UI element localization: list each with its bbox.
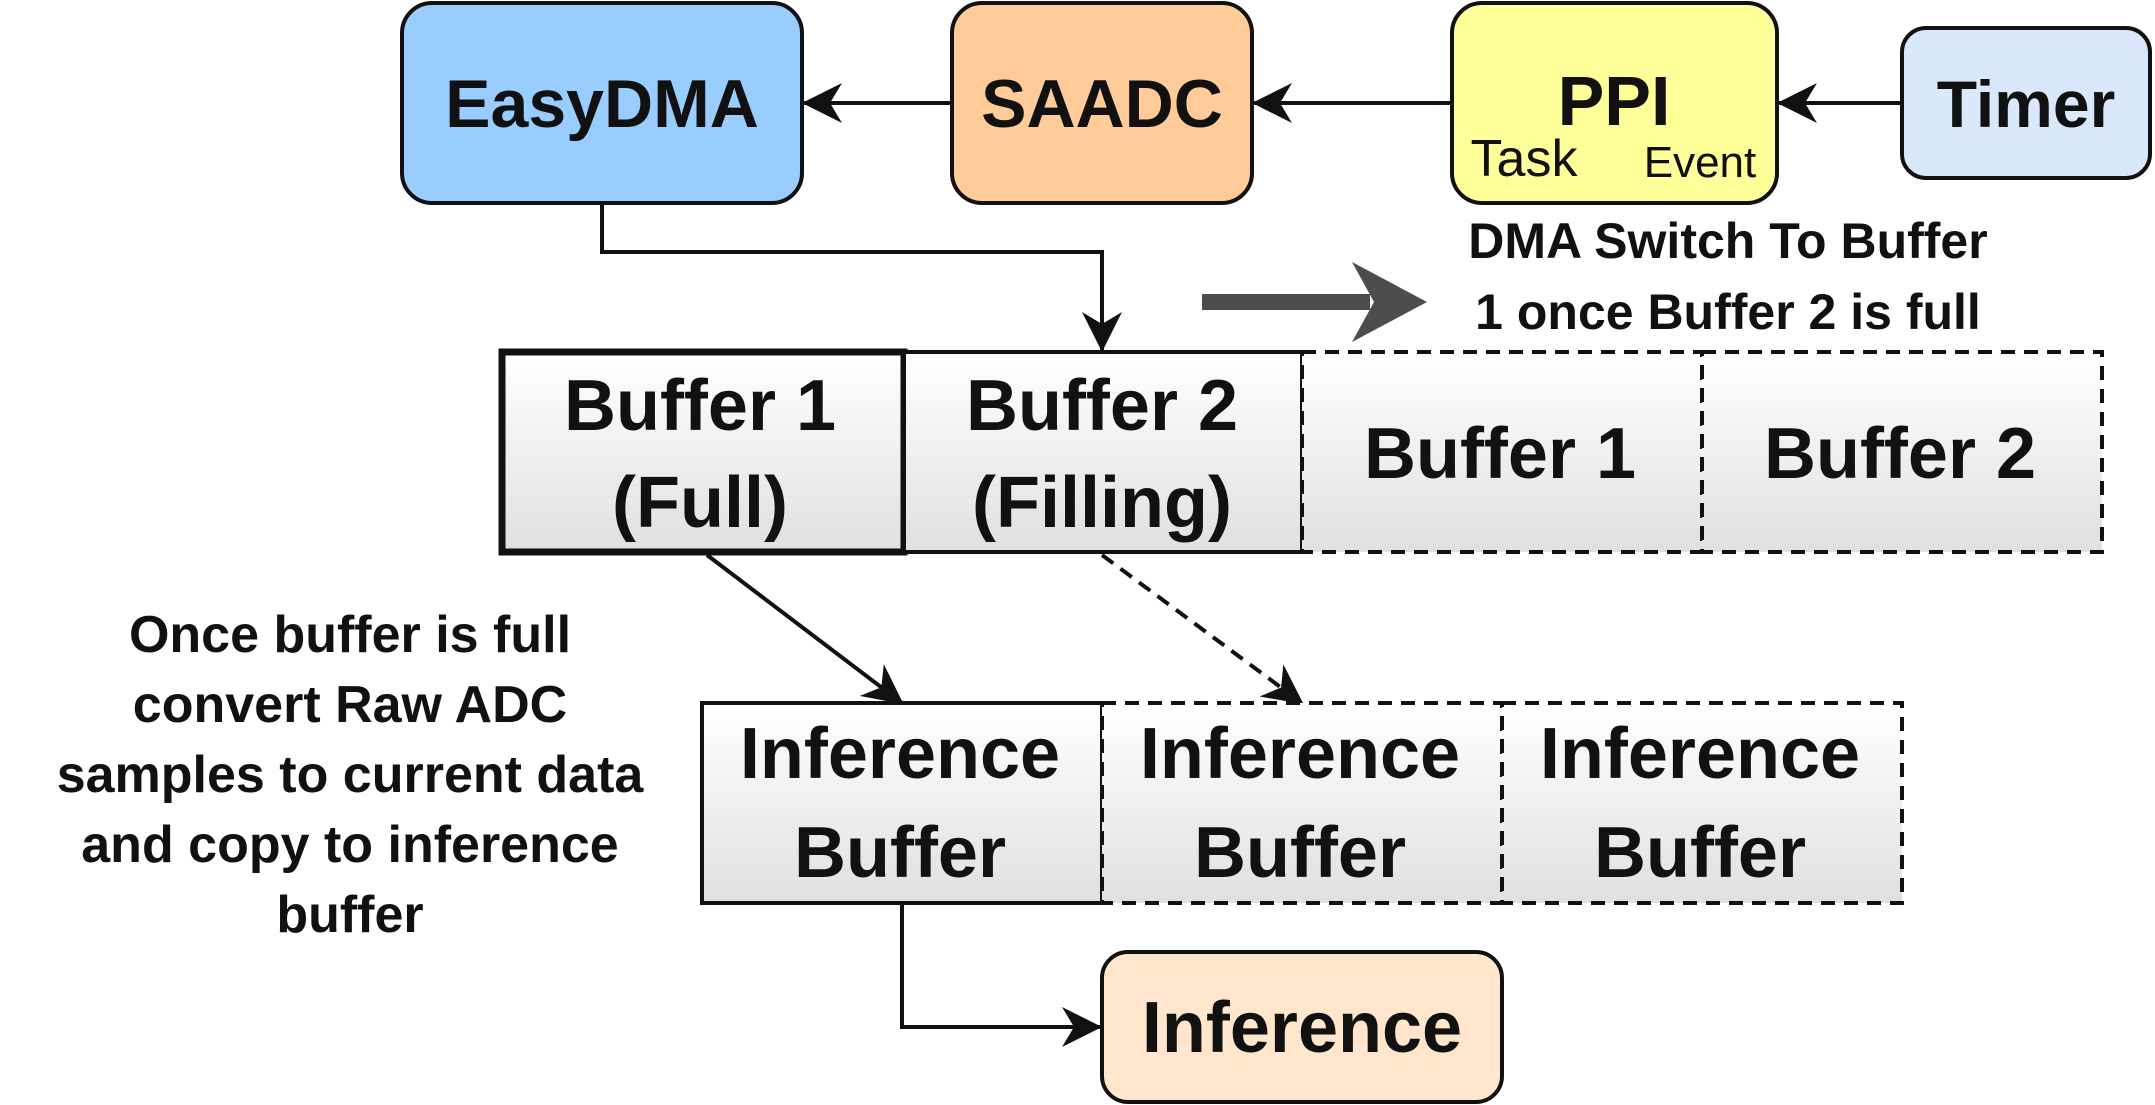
dma-buffer-box (1300, 350, 1704, 554)
convert-note-line: buffer (276, 886, 423, 944)
buffer1-to-inference-buffer-arrow (705, 553, 904, 705)
dma-buffer-1-full: Buffer 1 (Full) (498, 348, 908, 556)
dma-switch-arrow (1202, 262, 1427, 342)
timer-block: Timer (1900, 26, 2152, 180)
inference-buffer-title: Inference (1140, 714, 1460, 794)
inference-buffer-subtitle: Buffer (1194, 813, 1406, 893)
dma-buffers: Buffer 1 (Full) Buffer 2 (Filling) Buffe… (498, 348, 2104, 556)
inference-label: Inference (1142, 988, 1462, 1068)
convert-note-line: samples to current data (57, 746, 645, 804)
saadc-label: SAADC (981, 66, 1223, 142)
dma-next-buffer-1: Buffer 1 (1300, 350, 1704, 554)
dma-buffer-status: (Filling) (972, 463, 1232, 543)
convert-note-line: convert Raw ADC (133, 676, 567, 734)
ppi-block: PPI Task Event (1450, 1, 1779, 205)
inference-box (1100, 950, 1504, 1104)
easydma-block: EasyDMA (400, 1, 804, 205)
inference-buffer-next: Inference Buffer (1100, 701, 1504, 905)
inference-buffer-subtitle: Buffer (794, 813, 1006, 893)
inference-buffer-title: Inference (740, 714, 1060, 794)
easydma-to-buffer-arrow (600, 203, 1122, 352)
inference-buffer-active: Inference Buffer (700, 701, 1104, 905)
dma-switch-note-line: DMA Switch To Buffer (1468, 213, 1987, 269)
dma-buffer-title: Buffer 1 (1364, 414, 1636, 494)
convert-note-line: Once buffer is full (129, 606, 571, 664)
inference-buffer-next: Inference Buffer (1500, 701, 1904, 905)
ppi-task-label: Task (1471, 130, 1579, 188)
ppi-event-label: Event (1644, 138, 1757, 187)
convert-note-line: and copy to inference (81, 816, 618, 874)
inference-buffer-box (1100, 701, 1504, 905)
ppi-label: PPI (1558, 62, 1671, 140)
dma-buffer-box (1700, 350, 2104, 554)
convert-note: Once buffer is full convert Raw ADC samp… (57, 606, 645, 944)
inference-buffer-to-inference-arrow (900, 903, 1102, 1047)
timer-label: Timer (1937, 67, 2116, 141)
dma-buffer-title: Buffer 2 (966, 366, 1238, 446)
dma-buffer-title: Buffer 1 (564, 366, 836, 446)
inference-buffers: Inference Buffer Inference Buffer Infere… (700, 701, 1904, 905)
dma-switch-note: DMA Switch To Buffer 1 once Buffer 2 is … (1468, 213, 1987, 340)
dma-buffer-box (902, 350, 1304, 554)
inference-buffer-title: Inference (1540, 714, 1860, 794)
dma-buffer-box (498, 348, 908, 556)
easydma-label: EasyDMA (445, 66, 759, 142)
inference-buffer-box (1500, 701, 1904, 905)
inference-block: Inference (1100, 950, 1504, 1104)
dma-buffer-2-filling: Buffer 2 (Filling) (902, 350, 1304, 554)
inference-buffer-subtitle: Buffer (1594, 813, 1806, 893)
dma-switch-note-line: 1 once Buffer 2 is full (1475, 284, 1981, 340)
dma-buffer-status: (Full) (612, 463, 788, 543)
inference-buffer-box (700, 701, 1104, 905)
saadc-block: SAADC (950, 1, 1254, 205)
buffer2-to-inference-buffer-arrow (1100, 553, 1304, 705)
dma-next-buffer-2: Buffer 2 (1700, 350, 2104, 554)
dma-buffer-title: Buffer 2 (1764, 414, 2036, 494)
